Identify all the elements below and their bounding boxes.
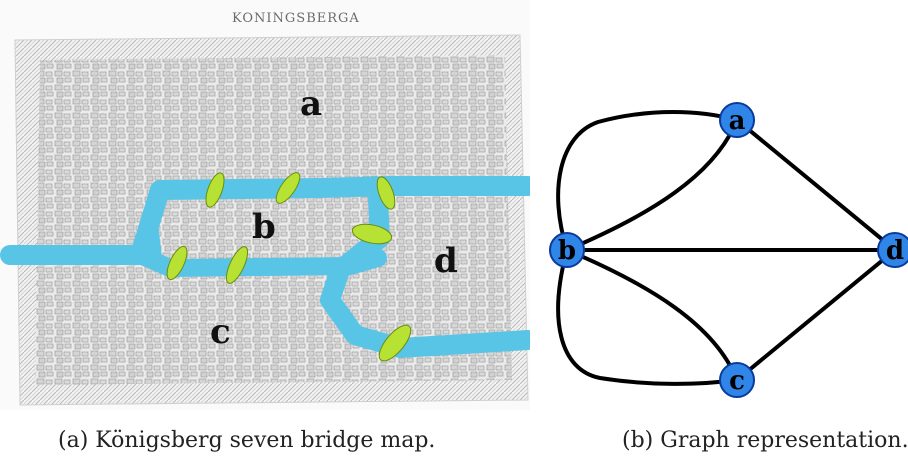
edge-b-a-outer — [556, 110, 738, 251]
map-label-b: b — [252, 207, 276, 247]
bridge — [225, 246, 249, 284]
bridge — [376, 176, 396, 210]
node-label-a: a — [729, 106, 746, 136]
konigsberg-map: KONINGSBERGA a b c d — [0, 11, 530, 406]
bridges — [166, 172, 412, 362]
graph-edges — [556, 110, 897, 386]
node-label-d: d — [886, 236, 904, 266]
bridge — [378, 324, 412, 362]
map-label-d: d — [434, 241, 458, 281]
bridge — [205, 172, 225, 208]
edge-c-d — [735, 248, 897, 382]
caption-a: (a) Königsberg seven bridge map. — [58, 428, 436, 453]
map-title: KONINGSBERGA — [232, 11, 360, 26]
node-d — [877, 232, 908, 268]
node-c — [719, 362, 755, 398]
edge-b-c-outer — [556, 249, 738, 386]
bridge — [166, 245, 188, 281]
edge-a-d — [735, 118, 897, 252]
bridge — [275, 172, 301, 204]
caption-b: (b) Graph representation. — [622, 428, 908, 453]
graph-diagram: a b c d — [549, 102, 908, 398]
node-label-b: b — [558, 236, 576, 266]
edge-b-a-inner — [566, 119, 739, 252]
node-label-c: c — [729, 366, 745, 396]
edge-b-c-inner — [566, 248, 739, 381]
node-b — [549, 232, 585, 268]
node-a — [719, 102, 755, 138]
bridge — [351, 223, 393, 245]
graph-nodes — [549, 102, 908, 398]
map-label-c: c — [210, 312, 231, 352]
map-label-a: a — [300, 84, 322, 124]
